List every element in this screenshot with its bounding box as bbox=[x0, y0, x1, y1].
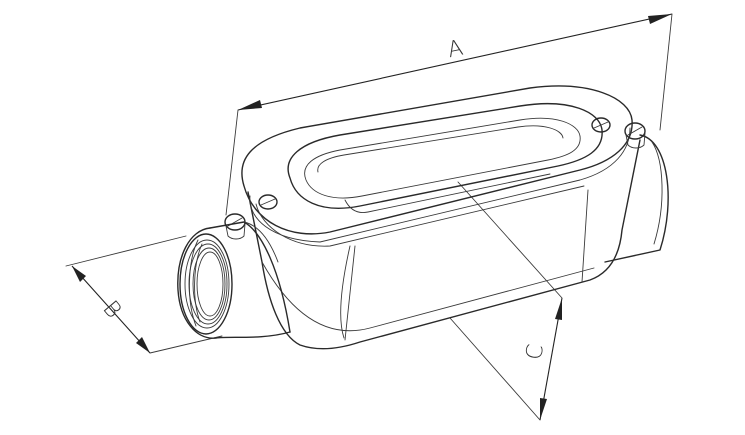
left-hub bbox=[177, 221, 291, 339]
body-lower-outline bbox=[247, 139, 641, 350]
extension-line-c-bottom bbox=[449, 317, 541, 421]
thread-shade-1 bbox=[189, 239, 199, 327]
cover-raised-panel bbox=[287, 103, 603, 209]
screw-top-right bbox=[591, 117, 611, 133]
dimension-a-arrow-left bbox=[238, 100, 262, 110]
hub-neck bbox=[243, 221, 279, 263]
right-hub-inner-edge bbox=[651, 141, 663, 245]
right-hub-outline bbox=[604, 134, 669, 263]
body-front-edge-left bbox=[344, 245, 356, 341]
dimension-c: C bbox=[449, 181, 563, 421]
thread-ring-4 bbox=[196, 251, 224, 317]
body-front-edge-right bbox=[581, 189, 589, 283]
body-bottom-edge bbox=[261, 261, 595, 332]
right-hub bbox=[604, 134, 669, 263]
dimension-b-line bbox=[71, 265, 151, 354]
dimension-c-label: C bbox=[522, 342, 549, 361]
body-front-shade bbox=[340, 245, 351, 339]
dimension-a-arrow-right bbox=[648, 14, 672, 24]
cover-panel-shadow bbox=[344, 173, 551, 213]
dimension-a-line bbox=[237, 13, 673, 111]
extension-line-b-bottom bbox=[149, 335, 223, 354]
left-hub-outer bbox=[177, 227, 291, 339]
cover-outer bbox=[241, 85, 633, 235]
conduit-body bbox=[241, 85, 641, 350]
left-hub-opening bbox=[179, 233, 233, 335]
dimension-b-arrow-top bbox=[72, 266, 86, 282]
cover-panel-recess bbox=[317, 125, 564, 173]
left-hub-top bbox=[209, 221, 291, 333]
dimension-a: A bbox=[225, 13, 673, 216]
screw-hub-right bbox=[624, 122, 646, 149]
extension-line-b-top bbox=[65, 235, 187, 267]
extension-line-c-top bbox=[457, 181, 563, 299]
dimension-a-label: A bbox=[445, 36, 465, 64]
thread-shade-2 bbox=[194, 243, 203, 323]
cover-lower-rim bbox=[249, 127, 631, 243]
cover-lower-rim-2 bbox=[255, 185, 585, 247]
screw-hub-left bbox=[224, 213, 246, 240]
thread-ring-3 bbox=[192, 247, 226, 321]
cover-panel-inset bbox=[304, 117, 581, 199]
dimension-c-arrow-bottom bbox=[540, 398, 547, 420]
thread-ring-1 bbox=[184, 239, 230, 329]
screw-left bbox=[258, 194, 278, 210]
extension-line-a-right bbox=[659, 13, 673, 131]
dimension-b-label: B bbox=[97, 296, 125, 323]
extension-line-a-left bbox=[225, 109, 239, 216]
dimension-c-arrow-top bbox=[555, 298, 562, 320]
dimension-b-arrow-bottom bbox=[136, 337, 150, 353]
